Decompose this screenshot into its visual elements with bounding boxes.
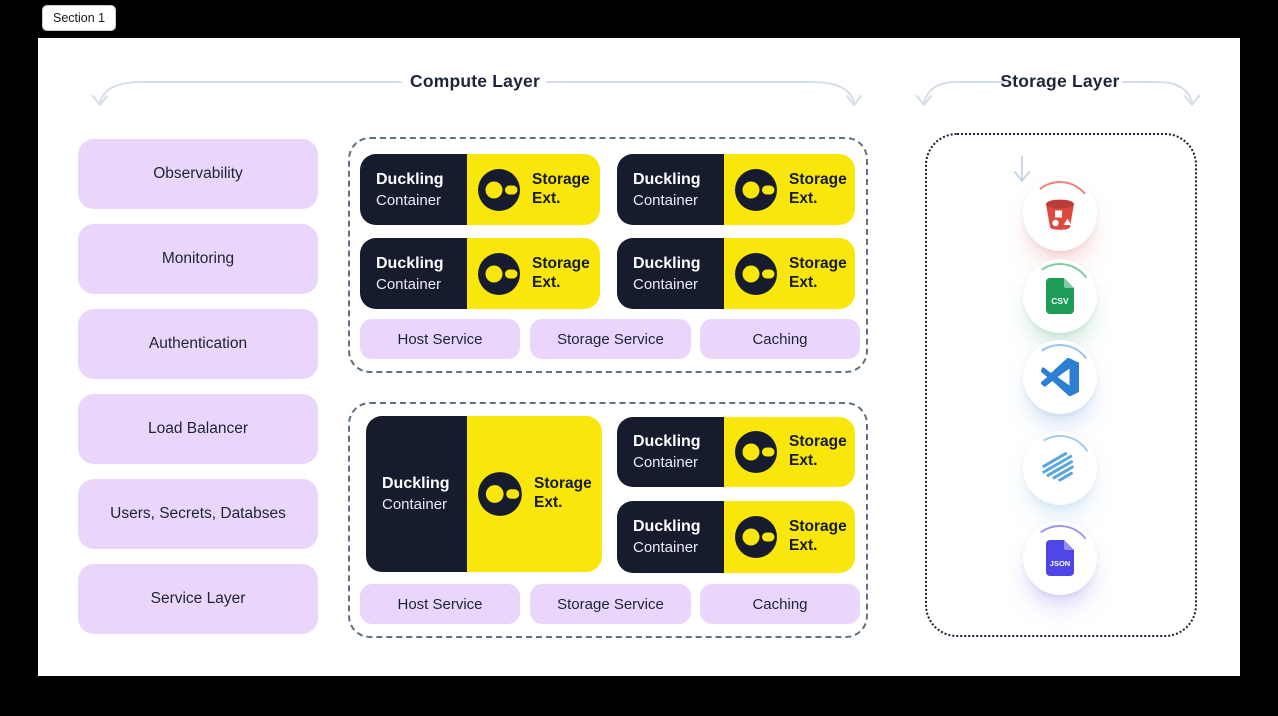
duckling-label-panel: Duckling Container	[360, 154, 467, 225]
node-observability: Observability	[78, 139, 318, 209]
down-arrow-icon	[1014, 156, 1030, 182]
s3-bucket-icon	[1046, 199, 1074, 230]
compute-layer-title: Compute Layer	[410, 71, 540, 91]
duckling-type: Container	[633, 539, 699, 556]
duckdb-icon	[478, 472, 522, 516]
duckdb-icon	[735, 252, 777, 295]
storage-target-s3	[1023, 177, 1097, 251]
section-label[interactable]: Section 1	[42, 5, 117, 31]
node-caching: Caching	[700, 319, 860, 359]
duckling-label-panel: Duckling Container	[617, 154, 724, 225]
storage-right-arrow-icon	[1122, 81, 1200, 106]
storage-layer-box: CSV	[925, 133, 1197, 637]
duckling-type: Container	[633, 275, 699, 293]
node-service-layer: Service Layer	[78, 564, 318, 634]
svg-text:JSON: JSON	[1050, 559, 1070, 568]
json-file-icon: JSON	[1046, 540, 1074, 576]
compute-right-arrow-icon	[546, 81, 862, 106]
diagram-canvas: Compute Layer Storage Layer Observabilit…	[38, 38, 1240, 676]
duckdb-icon	[735, 431, 777, 473]
duckling-name: Duckling	[633, 170, 701, 188]
storage-target-csv: CSV	[1023, 259, 1097, 333]
node-monitoring: Monitoring	[78, 224, 318, 294]
storage-layer-title: Storage Layer	[1000, 71, 1120, 91]
duckdb-icon	[478, 252, 520, 295]
duckdb-icon	[735, 168, 777, 211]
storage-left-arrow-icon	[916, 81, 1008, 106]
node-authentication: Authentication	[78, 309, 318, 379]
duckling-label-panel: Duckling Container	[617, 501, 724, 573]
duckling-label-panel: Duckling Container	[366, 416, 467, 572]
csv-file-icon: CSV	[1046, 278, 1074, 314]
storage-target-parquet	[1023, 431, 1097, 505]
duckling-type: Container	[376, 191, 442, 209]
duckling-name: Duckling	[633, 254, 701, 272]
vscode-icon	[1041, 358, 1079, 396]
duckling-label-panel: Duckling Container	[360, 238, 467, 309]
duckling-name: Duckling	[382, 475, 450, 492]
duckling-name: Duckling	[633, 518, 701, 535]
duckling-name: Duckling	[376, 254, 444, 272]
duckling-type: Container	[633, 191, 699, 209]
compute-left-arrow-icon	[92, 81, 402, 106]
svg-text:CSV: CSV	[1051, 296, 1069, 306]
duckdb-icon	[478, 168, 520, 211]
duckling-type: Container	[633, 454, 699, 471]
duckling-type: Container	[382, 496, 448, 513]
node-users-secrets-databases: Users, Secrets, Databses	[78, 479, 318, 549]
node-storage-service: Storage Service	[530, 319, 691, 359]
duckling-name: Duckling	[376, 170, 444, 188]
storage-target-json: JSON	[1023, 521, 1097, 595]
node-load-balancer: Load Balancer	[78, 394, 318, 464]
node-host-service: Host Service	[360, 319, 520, 359]
parquet-icon	[1042, 451, 1074, 482]
duckling-name: Duckling	[633, 433, 701, 450]
node-host-service: Host Service	[360, 584, 520, 624]
node-caching: Caching	[700, 584, 860, 624]
duckling-type: Container	[376, 275, 442, 293]
duckling-label-panel: Duckling Container	[617, 238, 724, 309]
storage-target-vscode	[1023, 340, 1097, 414]
node-storage-service: Storage Service	[530, 584, 691, 624]
duckdb-icon	[735, 516, 777, 558]
duckling-label-panel: Duckling Container	[617, 417, 724, 487]
